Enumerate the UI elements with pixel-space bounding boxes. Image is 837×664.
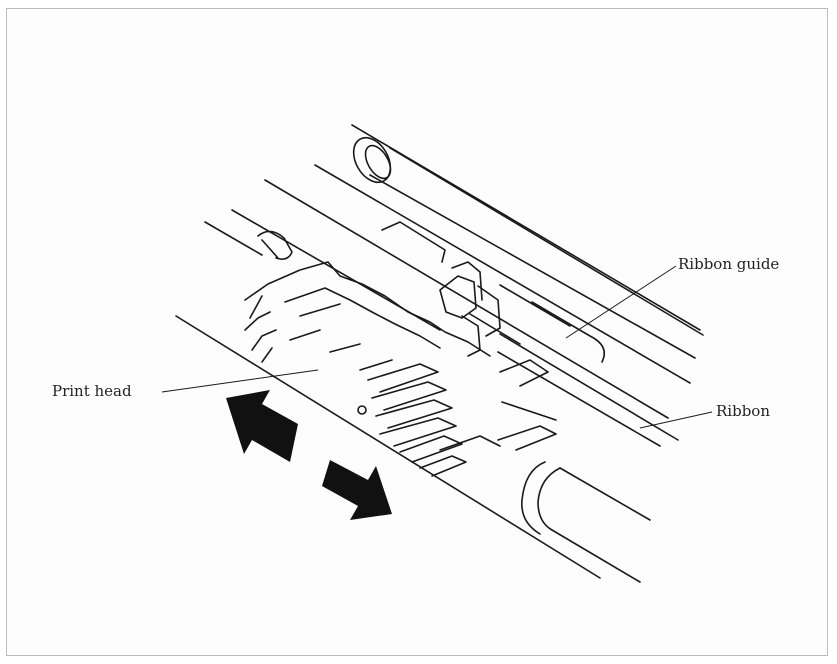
guide-rod	[257, 230, 293, 260]
ribbon-strip	[469, 313, 679, 447]
rear-roller	[351, 124, 704, 359]
ribbon-clip	[439, 261, 557, 451]
ribbon-label: Ribbon	[716, 402, 770, 420]
ribbon-leader	[639, 411, 713, 429]
print-head-body	[244, 261, 491, 477]
print-head-leader	[161, 369, 319, 393]
ribbon-guide-label: Ribbon guide	[678, 255, 780, 273]
print-head-label: Print head	[52, 382, 132, 400]
ribbon-guide-leader	[565, 265, 677, 339]
ribbon-guide-plate	[381, 221, 606, 363]
double-direction-arrow-icon	[226, 390, 392, 520]
front-roller	[521, 461, 651, 583]
figure-frame	[6, 8, 828, 656]
carriage-rails	[175, 164, 691, 579]
